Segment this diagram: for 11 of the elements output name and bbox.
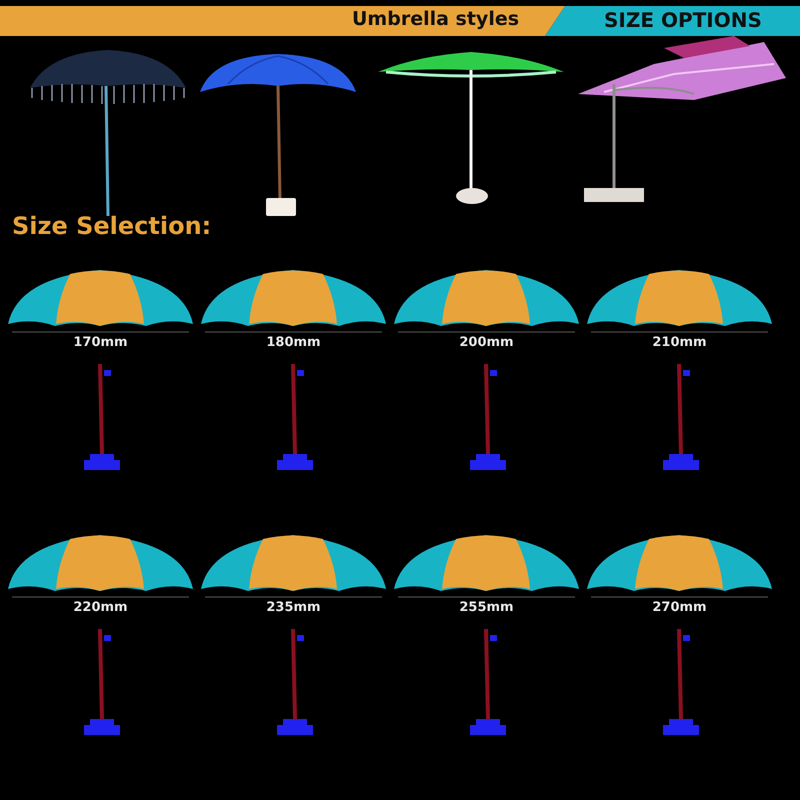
size-label: 270mm: [651, 600, 708, 615]
size-label: 255mm: [458, 600, 515, 615]
size-label: 200mm: [458, 335, 515, 350]
section-heading: Size Selection:: [12, 212, 212, 240]
size-label: 235mm: [265, 600, 322, 615]
size-label: 170mm: [72, 335, 129, 350]
section-title: SIZE OPTIONS: [604, 8, 762, 32]
size-label: 210mm: [651, 335, 708, 350]
size-label: 180mm: [265, 335, 322, 350]
size-label: 220mm: [72, 600, 129, 615]
section-title: Umbrella styles: [352, 8, 520, 30]
